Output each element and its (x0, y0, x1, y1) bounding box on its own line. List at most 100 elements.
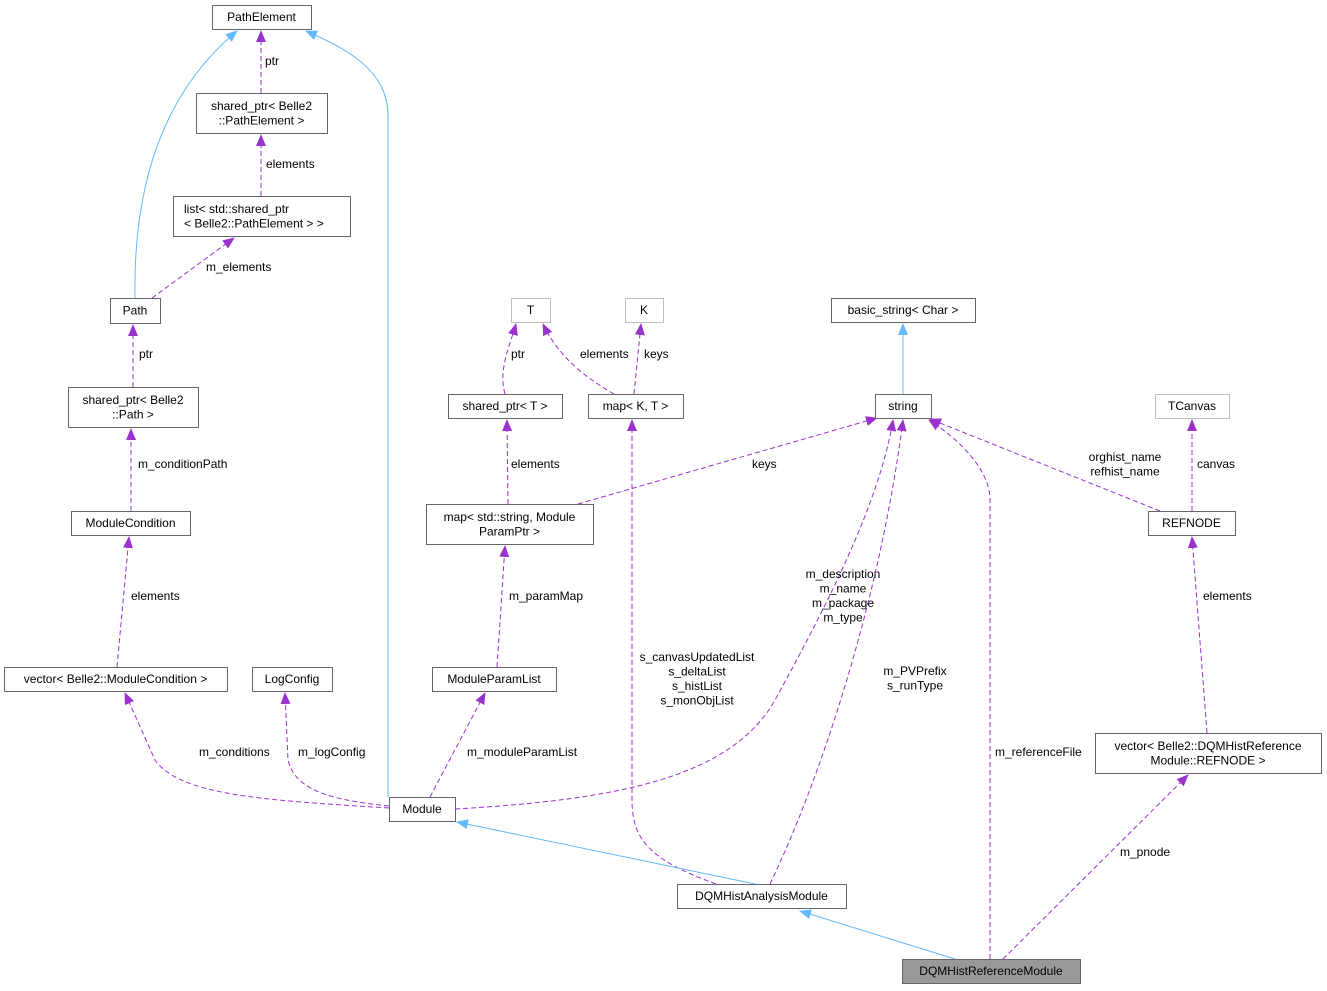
node-box (902, 959, 1081, 984)
usage-arrow (124, 692, 390, 809)
edge-label: s_deltaList (668, 665, 726, 679)
node-dqm-hist-analysis-module[interactable]: DQMHistAnalysisModule (677, 884, 847, 909)
edge-map-kt-keys: keys (633, 323, 669, 395)
edge-label: keys (644, 347, 669, 361)
node-label: basic_string< Char > (848, 303, 959, 317)
edge-map-string-keys: keys (577, 416, 878, 505)
usage-arrow (769, 419, 907, 885)
edge-label: m_conditions (199, 745, 270, 759)
edge-label: m_paramMap (509, 589, 583, 603)
edge-vec-modcond-elements: elements (116, 536, 180, 668)
node-t[interactable]: T (511, 298, 551, 323)
node-shared-ptr-path[interactable]: shared_ptr< Belle2::Path > (68, 387, 199, 428)
node-path[interactable]: Path (110, 298, 161, 324)
edge-label: ptr (265, 54, 279, 68)
edge-path-m-elements: m_elements (151, 237, 271, 299)
usage-arrow (116, 536, 133, 668)
edge-label: ptr (139, 347, 153, 361)
node-module-param-list[interactable]: ModuleParamList (432, 667, 557, 692)
node-label: DQMHistReferenceModule (919, 964, 1063, 978)
node-basic-string[interactable]: basic_string< Char > (831, 298, 976, 323)
node-shared-ptr-path-element[interactable]: shared_ptr< Belle2::PathElement > (196, 93, 328, 134)
node-dqm-hist-reference-module[interactable]: DQMHistReferenceModule (902, 959, 1081, 984)
node-label: vector< Belle2::ModuleCondition > (24, 672, 207, 686)
node-path-element[interactable]: PathElement (212, 5, 312, 30)
edge-label: m_conditionPath (138, 457, 227, 471)
edge-analysis-lists: s_canvasUpdatedLists_deltaLists_histList… (627, 419, 755, 885)
edge-label: m_package (812, 596, 874, 610)
edge-label: m_pnode (1120, 845, 1170, 859)
edge-sp-pe-ptr: ptr (256, 30, 279, 93)
edge-paramlist-parammap: m_paramMap (496, 545, 583, 668)
usage-arrow (633, 323, 645, 395)
node-box (448, 394, 563, 419)
edge-refnode-canvas: canvas (1187, 419, 1235, 511)
edge-label: elements (511, 457, 560, 471)
node-module[interactable]: Module (389, 797, 456, 822)
node-label: map< K, T > (603, 399, 669, 413)
node-tcanvas[interactable]: TCanvas (1155, 394, 1230, 419)
node-vector-module-condition[interactable]: vector< Belle2::ModuleCondition > (4, 667, 228, 692)
edge-label: s_histList (672, 679, 723, 693)
edge-label: s_canvasUpdatedList (640, 650, 755, 664)
node-box (426, 504, 594, 545)
node-box (1095, 733, 1322, 774)
node-string[interactable]: string (875, 394, 932, 419)
edge-reference-file: m_referenceFile (928, 419, 1082, 959)
node-box (432, 667, 557, 692)
node-map-k-t[interactable]: map< K, T > (588, 394, 684, 419)
node-box (511, 298, 551, 323)
node-label: LogConfig (265, 672, 320, 686)
node-box (875, 394, 932, 419)
usage-arrow (929, 418, 1161, 512)
node-box (173, 196, 351, 237)
node-label: DQMHistAnalysisModule (695, 889, 828, 903)
node-refnode[interactable]: REFNODE (1148, 511, 1236, 536)
edge-sp-path-ptr: ptr (128, 324, 153, 387)
edge-label: canvas (1197, 457, 1235, 471)
edge-reference-to-analysis (799, 909, 956, 960)
node-box (110, 298, 161, 324)
node-module-condition[interactable]: ModuleCondition (71, 511, 191, 536)
edge-label: s_monObjList (660, 694, 734, 708)
edge-label: m_logConfig (298, 745, 365, 759)
edge-label: m_referenceFile (995, 745, 1082, 759)
usage-arrow (627, 419, 717, 885)
edge-label: m_elements (206, 260, 271, 274)
edge-label: m_PVPrefix (883, 664, 946, 678)
node-label: ::Path > (112, 407, 154, 421)
edge-path-to-pathelement (134, 30, 238, 299)
node-box (71, 511, 191, 536)
node-label: list< std::shared_ptr (184, 202, 289, 216)
node-box (252, 667, 333, 692)
node-label: < Belle2::PathElement > > (184, 216, 324, 230)
node-label: PathElement (227, 10, 296, 24)
node-label: ModuleCondition (85, 516, 175, 530)
node-label: ::PathElement > (219, 113, 305, 127)
node-box (212, 5, 312, 30)
edge-map-string-elements: elements (502, 419, 560, 505)
node-label: K (640, 303, 648, 317)
node-list-shared-ptr[interactable]: list< std::shared_ptr< Belle2::PathEleme… (173, 196, 351, 237)
edge-label: m_description (806, 567, 881, 581)
node-label: TCanvas (1168, 399, 1216, 413)
inheritance-arrow (799, 909, 956, 960)
node-box (68, 387, 199, 428)
node-label: Module (402, 802, 442, 816)
usage-arrow (280, 692, 390, 807)
edge-label: m_moduleParamList (467, 745, 578, 759)
node-log-config[interactable]: LogConfig (252, 667, 333, 692)
edge-label: keys (752, 457, 777, 471)
node-k[interactable]: K (625, 298, 664, 323)
node-shared-ptr-t[interactable]: shared_ptr< T > (448, 394, 563, 419)
edge-label: ptr (511, 347, 525, 361)
edge-vec-refnode-elements: elements (1187, 536, 1252, 734)
node-box (1155, 394, 1230, 419)
node-label: vector< Belle2::DQMHistReference (1114, 739, 1301, 753)
usage-arrow (502, 419, 513, 505)
node-vector-refnode[interactable]: vector< Belle2::DQMHistReferenceModule::… (1095, 733, 1322, 774)
node-box (1148, 511, 1236, 536)
